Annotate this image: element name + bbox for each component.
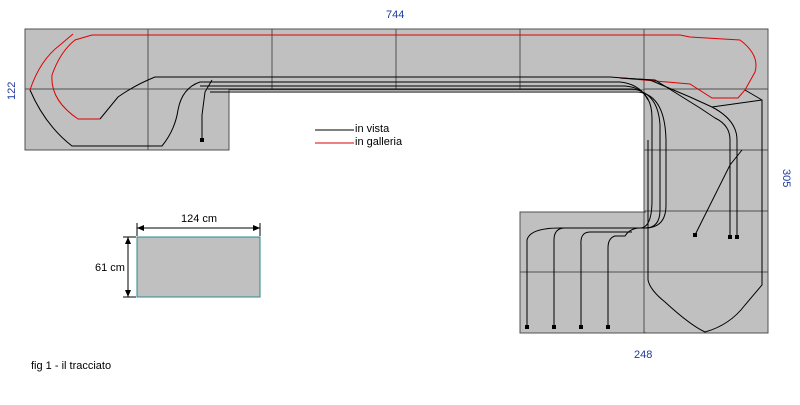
dimension-right-depth: 305 — [780, 169, 792, 188]
dimension-top-length: 744 — [386, 9, 405, 21]
legend-visible-label: in vista — [355, 123, 390, 135]
figure-caption: fig 1 - il tracciato — [31, 360, 112, 372]
legend-tunnel-label: in galleria — [355, 136, 403, 148]
tunnel-tracks — [29, 33, 757, 120]
module-width-label: 124 cm — [181, 213, 218, 225]
module-rectangle — [136, 236, 261, 298]
module-height-label: 61 cm — [95, 262, 125, 274]
board-left-wing — [24, 88, 230, 151]
dimension-bottom-width: 248 — [634, 349, 653, 361]
module-dimension-arrows — [125, 225, 260, 297]
track-bumpers — [200, 138, 739, 329]
visible-tracks — [29, 76, 763, 333]
module-dimension-lines — [123, 223, 261, 298]
dimension-left-depth: 122 — [6, 81, 18, 100]
